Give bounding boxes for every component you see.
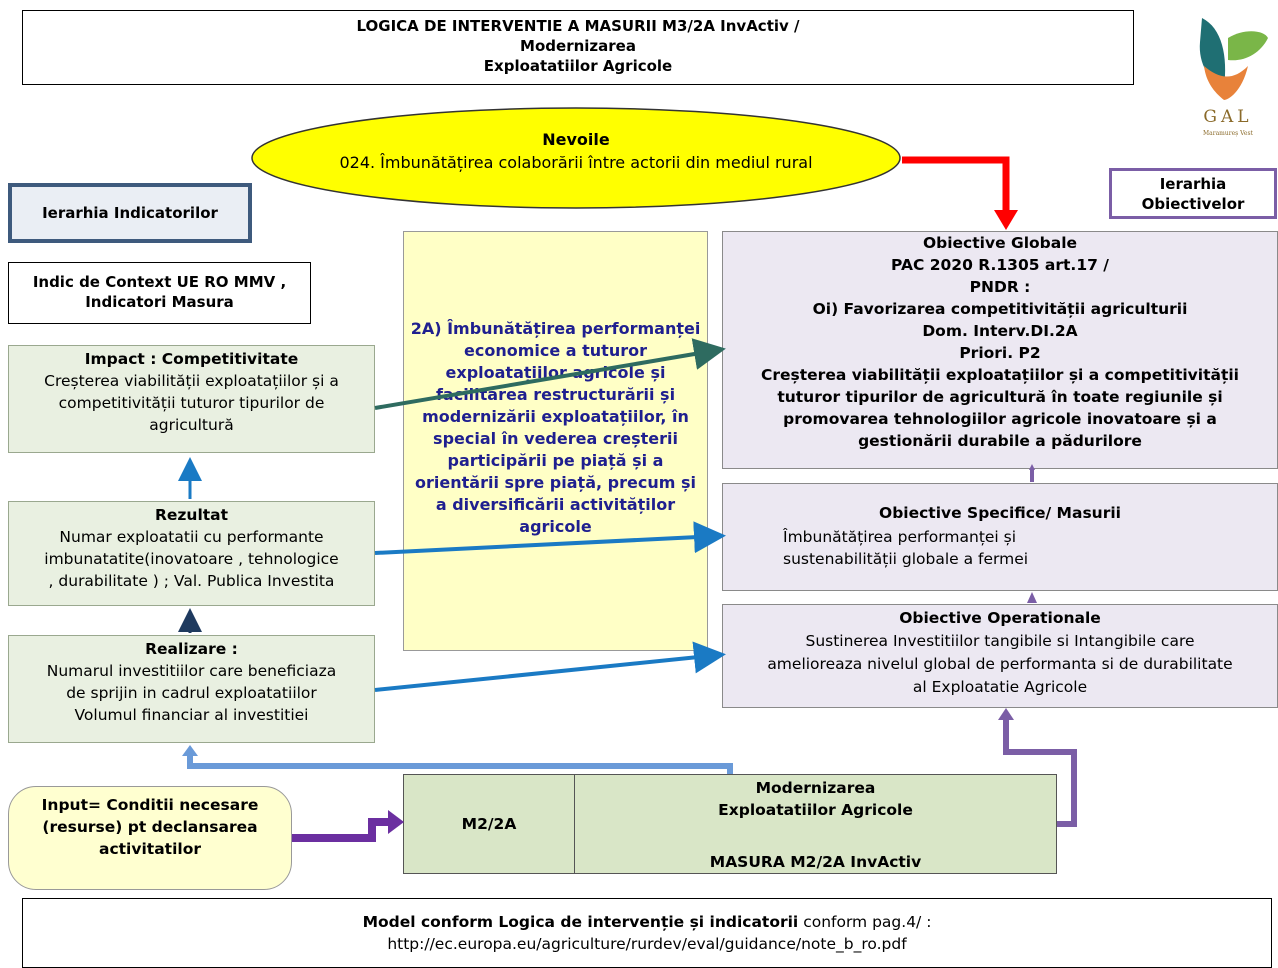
footer-bold-text: Model conform Logica de intervenție și i… — [362, 913, 799, 931]
measure-name-line: Exploatatiilor Agricole — [718, 801, 913, 819]
output-arrow — [374, 641, 726, 692]
specific-objectives-box: Obiective Specifice/ Masurii Îmbunătățir… — [722, 483, 1278, 591]
focus-area-line: economice a tuturor — [464, 341, 647, 360]
measure-name-line: MASURA M2/2A InvActiv — [709, 853, 922, 871]
output-line: Numarul investitiilor care beneficiaza — [46, 662, 337, 680]
footer-reference: Model conform Logica de intervenție și i… — [22, 898, 1272, 968]
global-objectives-line: Obiective Globale — [922, 234, 1078, 252]
indicators-hierarchy-label: Ierarhia Indicatorilor — [8, 183, 252, 243]
gal-logo-icon: GAL Maramureș Vest — [1199, 18, 1268, 137]
footer-url: http://ec.europa.eu/agriculture/rurdev/e… — [387, 935, 907, 953]
needs-title: Nevoile — [542, 130, 610, 149]
global-objectives-line: Oi) Favorizarea competitivității agricul… — [812, 300, 1188, 318]
measure-to-output-arrow — [187, 752, 733, 774]
result-title: Rezultat — [154, 506, 229, 524]
focus-area-line: orientării spre piață, precum și — [415, 473, 696, 492]
measure-name: Modernizarea Exploatatiilor Agricole MAS… — [575, 775, 1056, 875]
global-objectives-line: PAC 2020 R.1305 art.17 / — [891, 256, 1109, 274]
input-line: Input= Conditii necesare — [41, 796, 259, 814]
title-line: Modernizarea — [520, 37, 636, 55]
focus-area-line: special în vederea creșterii — [433, 429, 678, 448]
footer-normal-text: conform pag.4/ : — [798, 913, 932, 931]
specific-objectives-line: sustenabilității globale a fermei — [783, 550, 1029, 568]
result-box: Rezultat Numar exploatatii cu performant… — [8, 501, 375, 606]
diagram-title: LOGICA DE INTERVENTIE A MASURII M3/2A In… — [22, 10, 1134, 85]
focus-area-line: 2A) Îmbunătățirea performanței — [410, 319, 701, 338]
output-line: Volumul financiar al investitiei — [74, 706, 309, 724]
input-line: (resurse) pt declansarea — [42, 818, 258, 836]
logo-subtext: Maramureș Vest — [1203, 130, 1254, 137]
impact-line: Creșterea viabilității exploatațiilor și… — [44, 372, 339, 390]
global-objectives-line: PNDR : — [969, 278, 1031, 296]
operational-objectives-line: amelioreaza nivelul global de performant… — [767, 655, 1233, 673]
measure-row: M2/2A Modernizarea Exploatatiilor Agrico… — [403, 774, 1057, 874]
global-objectives-line: gestionării durabile a pădurilore — [858, 432, 1142, 450]
operational-to-specific-arrow — [1027, 592, 1037, 603]
needs-to-objectives-arrow — [902, 156, 1018, 230]
global-objectives-box: Obiective Globale PAC 2020 R.1305 art.17… — [722, 231, 1278, 469]
context-line: Indic de Context UE RO MMV , — [32, 273, 287, 291]
measure-name-line: Modernizarea — [755, 779, 876, 797]
gal-logo: GAL Maramureș Vest — [1184, 8, 1272, 140]
impact-title: Impact : Competitivitate — [84, 350, 299, 368]
focus-area-line: exploatațiilor agricole și — [445, 363, 666, 382]
focus-area-line: modernizării exploatațiilor, în — [422, 407, 689, 426]
context-indicators-box: Indic de Context UE RO MMV , Indicatori … — [8, 262, 311, 324]
objectives-hierarchy-line: Ierarhia — [1159, 175, 1227, 193]
focus-area-box: 2A) Îmbunătățirea performanței economice… — [403, 231, 708, 651]
needs-text: 024. Îmbunătățirea colaborării între act… — [339, 153, 813, 172]
focus-area-line: agricole — [519, 517, 592, 536]
operational-objectives-line: al Exploatatie Agricole — [912, 678, 1088, 696]
result-line: Numar exploatatii cu performante — [59, 528, 324, 546]
global-objectives-line: Dom. Interv.DI.2A — [922, 322, 1078, 340]
output-box: Realizare : Numarul investitiilor care b… — [8, 635, 375, 743]
title-line: Exploatatiilor Agricole — [483, 57, 673, 75]
specific-objectives-title: Obiective Specifice/ Masurii — [879, 504, 1121, 522]
input-line: activitatilor — [99, 840, 201, 858]
result-line: imbunatatite(inovatoare , tehnologice — [44, 550, 339, 568]
specific-objectives-line: Îmbunătățirea performanței și — [783, 528, 1017, 546]
operational-objectives-line: Sustinerea Investitiilor tangibile si In… — [805, 632, 1195, 650]
measure-code: M2/2A — [404, 775, 575, 873]
focus-area-line: a diversificării activităților — [435, 495, 676, 514]
global-objectives-line: Priori. P2 — [959, 344, 1041, 362]
focus-area-line: facilitarea restructurării și — [435, 385, 676, 404]
logo-text: GAL — [1203, 107, 1252, 127]
objectives-hierarchy-line: Obiectivelor — [1141, 195, 1245, 213]
operational-objectives-title: Obiective Operationale — [899, 609, 1101, 627]
output-line: de sprijin in cadrul exploatatiilor — [66, 684, 317, 702]
operational-objectives-box: Obiective Operationale Sustinerea Invest… — [722, 604, 1278, 708]
output-title: Realizare : — [145, 640, 238, 658]
global-objectives-line: tuturor tipurilor de agricultură în toat… — [777, 388, 1223, 406]
title-line: LOGICA DE INTERVENTIE A MASURII M3/2A In… — [356, 17, 800, 35]
focus-area-line: participării pe piață și a — [447, 451, 664, 470]
objectives-hierarchy-label: Ierarhia Obiectivelor — [1109, 168, 1277, 219]
input-to-measure-arrow — [292, 818, 392, 842]
result-line: , durabilitate ) ; Val. Publica Investit… — [48, 572, 335, 590]
impact-line: agricultură — [149, 416, 234, 434]
global-objectives-line: Creșterea viabilității exploatațiilor și… — [761, 366, 1239, 384]
global-objectives-line: promovarea tehnologiilor agricole inovat… — [783, 410, 1217, 428]
context-line: Indicatori Masura — [85, 293, 234, 311]
impact-box: Impact : Competitivitate Creșterea viabi… — [8, 345, 375, 453]
input-box: Input= Conditii necesare (resurse) pt de… — [8, 786, 292, 890]
impact-line: competitivității tuturor tipurilor de — [58, 394, 325, 412]
needs-ellipse: Nevoile 024. Îmbunătățirea colaborării î… — [250, 106, 902, 210]
